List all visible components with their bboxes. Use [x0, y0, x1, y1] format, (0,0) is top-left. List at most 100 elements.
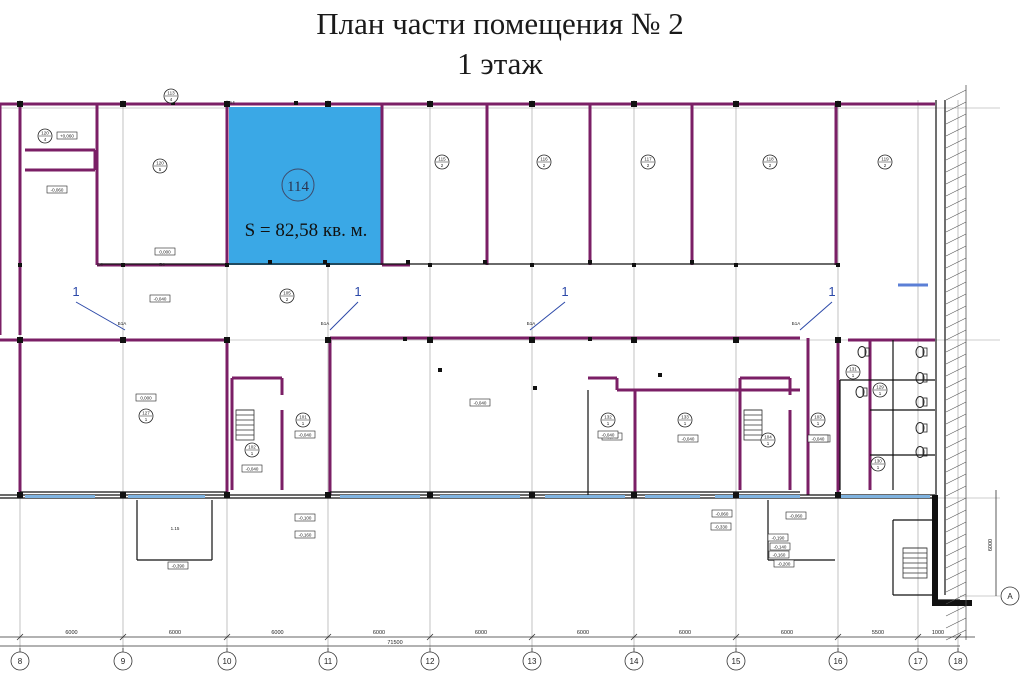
- interior-walls: [0, 102, 935, 495]
- toilet: [915, 396, 925, 408]
- room-tag-number: 101: [299, 415, 307, 420]
- room-tag-number: 115: [438, 157, 446, 162]
- axis-bubble-a: [1000, 586, 1020, 606]
- hatch-line: [945, 629, 967, 641]
- room-114-highlight[interactable]: [229, 107, 382, 265]
- toilet: [915, 446, 925, 458]
- column: [529, 492, 535, 498]
- axis-bubble: [522, 651, 542, 671]
- hatch-line: [945, 353, 967, 365]
- column: [427, 492, 433, 498]
- level-value: -0,040: [246, 467, 259, 472]
- hatch-line: [945, 365, 967, 377]
- hatch-line: [945, 305, 967, 317]
- column: [631, 492, 637, 498]
- level-box: [785, 511, 807, 520]
- axis-bubble: [948, 651, 968, 671]
- level-box: [597, 430, 619, 439]
- level-box: [241, 464, 263, 473]
- level-mark: -0,200: [773, 559, 795, 568]
- level-value: -0,160: [773, 553, 786, 558]
- room-tag-sub: 1: [877, 465, 880, 470]
- room-tag-number: 118: [766, 157, 774, 162]
- dimension-side: 6000: [988, 539, 994, 551]
- dimension-tick: [834, 633, 842, 641]
- hatch-line: [945, 113, 967, 125]
- room-tag-sub: 2: [543, 163, 546, 168]
- dimension-tick: [16, 633, 24, 641]
- axis-bubble: [10, 651, 30, 671]
- level-mark: 0,000: [135, 393, 157, 402]
- hatch-line: [945, 461, 967, 473]
- axis-bubble: [318, 651, 338, 671]
- level-value: -0,040: [474, 401, 487, 406]
- room-tag-number: 102: [248, 445, 256, 450]
- level-mark: -0,060: [785, 511, 807, 520]
- dimension-span: 5500: [872, 630, 884, 636]
- room-tag-number: 129: [876, 385, 884, 390]
- level-value: -0,190: [772, 536, 785, 541]
- column: [632, 263, 636, 267]
- level-box: [773, 559, 795, 568]
- level-value: -0,040: [602, 433, 615, 438]
- hatch-line: [945, 317, 967, 329]
- dimension-span: 6000: [169, 630, 181, 636]
- room-tag-number: 132: [604, 415, 612, 420]
- level-box: [167, 561, 189, 570]
- room-tag-number: 120: [41, 131, 49, 136]
- column: [18, 263, 22, 267]
- column: [225, 263, 229, 267]
- axis-label: 13: [528, 657, 537, 666]
- wall-tag: Б1А: [792, 321, 800, 326]
- level-box: [294, 430, 316, 439]
- room-tag-number: 130: [874, 459, 882, 464]
- axis-bubble: [217, 651, 237, 671]
- section-mark: 1: [354, 284, 361, 299]
- stair-2: [743, 409, 763, 441]
- room-tag-number: 131: [849, 367, 857, 372]
- room-tag-sub: 1: [251, 451, 254, 456]
- axis-label: 18: [954, 657, 963, 666]
- level-mark: -0,100: [294, 513, 316, 522]
- column: [836, 263, 840, 267]
- wall-tag: Б1А: [118, 321, 126, 326]
- hatch-line: [945, 473, 967, 485]
- column: [835, 101, 841, 107]
- dimension-tick: [914, 633, 922, 641]
- axis-bubble: [420, 651, 440, 671]
- hatch-line: [945, 221, 967, 233]
- hatch-line: [945, 137, 967, 149]
- column: [835, 337, 841, 343]
- windows: [25, 283, 930, 498]
- column: [17, 337, 23, 343]
- room-tag-sub: 1: [684, 421, 687, 426]
- toilet-tank: [864, 347, 870, 357]
- room-tag-number: 103: [814, 415, 822, 420]
- level-mark: -0,040: [241, 464, 263, 473]
- level-value: -0,140: [774, 545, 787, 550]
- wall-tag: Б4: [97, 262, 103, 267]
- axis-label: 10: [223, 657, 232, 666]
- hatch-line: [945, 593, 967, 605]
- hatch-line: [945, 245, 967, 257]
- room-tag-sub: 1: [852, 373, 855, 378]
- level-box: [46, 185, 68, 194]
- level-value: -0,040: [154, 297, 167, 302]
- column: [428, 263, 432, 267]
- toilet-tank: [862, 387, 868, 397]
- column: [427, 337, 433, 343]
- level-box: [294, 530, 316, 539]
- hatch-line: [945, 185, 967, 197]
- dimension-tick: [630, 633, 638, 641]
- dimension-total: 71500: [387, 640, 402, 646]
- column: [224, 337, 230, 343]
- axis-label: 17: [914, 657, 923, 666]
- column: [121, 263, 125, 267]
